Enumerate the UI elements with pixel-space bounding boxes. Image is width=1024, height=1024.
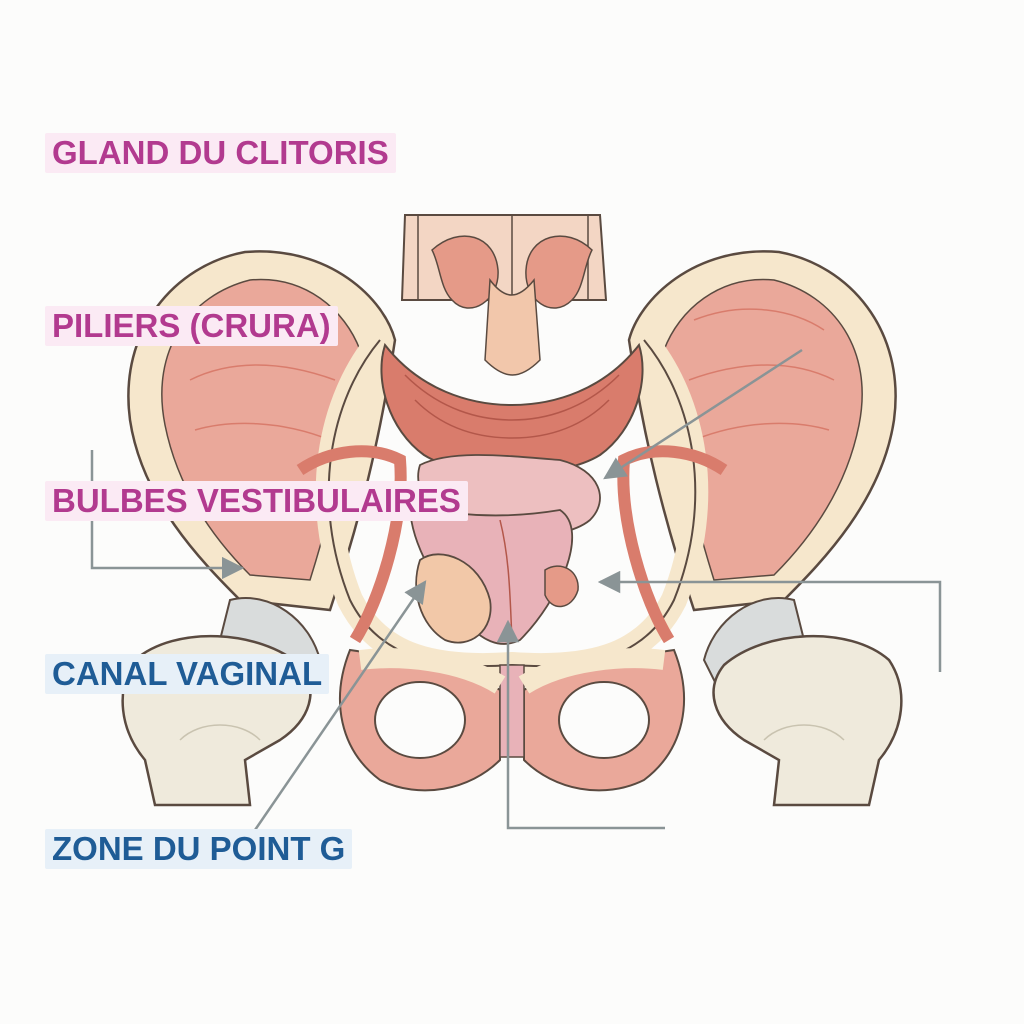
right-femur xyxy=(702,597,903,807)
sacrum xyxy=(400,214,608,376)
label-zone-du-point-g: ZONE DU POINT G xyxy=(45,829,353,869)
label-piliers-crura: PILIERS (CRURA) xyxy=(45,306,338,346)
label-gland-du-clitoris: GLAND DU CLITORIS xyxy=(45,133,396,173)
right-iliac-wing xyxy=(627,250,897,612)
pubic-region xyxy=(339,648,685,792)
leader-line-right-bracket xyxy=(597,570,942,672)
leader-line-bottom-bracket xyxy=(496,619,665,830)
leader-line-diagonal xyxy=(253,580,427,831)
left-femur xyxy=(121,597,322,807)
leader-line-upper-right xyxy=(603,348,803,480)
label-canal-vaginal: CANAL VAGINAL xyxy=(45,654,330,694)
label-bulbes-vestibulaires: BULBES VESTIBULAIRES xyxy=(45,481,468,521)
leader-lines xyxy=(90,348,942,831)
